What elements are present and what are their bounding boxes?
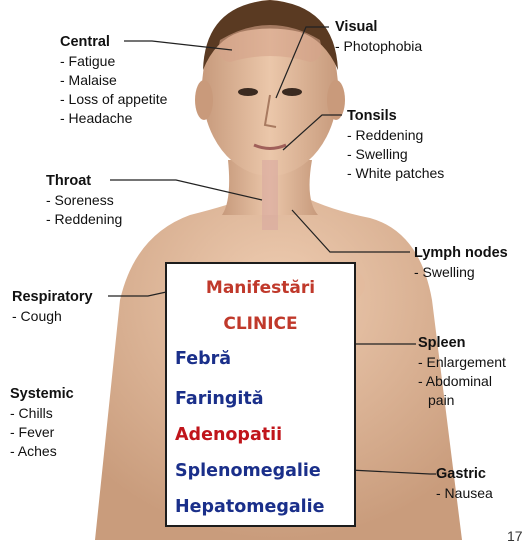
lymph-item: - Swelling [414,263,508,282]
gastric-title: Gastric [436,466,486,482]
throat-title: Throat [46,173,91,189]
tonsils-item: - White patches [347,164,444,183]
respiratory-label: Respiratory - Cough [12,287,93,326]
central-item: - Fatigue [60,52,167,71]
spleen-title: Spleen [418,335,466,351]
clinical-manifestations-box: Manifestări CLINICE Febră Faringită Aden… [165,262,356,527]
tonsils-item: - Swelling [347,145,444,164]
box-item: Adenopatii [175,425,282,445]
central-item: - Malaise [60,71,167,90]
box-title-line1: Manifestări [167,278,354,298]
gastric-item: - Nausea [436,484,493,503]
spleen-item: pain [418,391,506,410]
central-item: - Loss of appetite [60,90,167,109]
visual-item: - Photophobia [335,37,422,56]
box-item: Hepatomegalie [175,497,325,517]
lymph-label: Lymph nodes - Swelling [414,243,508,282]
tonsils-label: Tonsils - Reddening - Swelling - White p… [347,106,444,183]
tonsils-item: - Reddening [347,126,444,145]
visual-title: Visual [335,19,377,35]
respiratory-title: Respiratory [12,289,93,305]
central-item: - Headache [60,109,167,128]
spleen-item: - Enlargement [418,353,506,372]
lymph-title: Lymph nodes [414,245,508,261]
systemic-label: Systemic - Chills - Fever - Aches [10,384,74,461]
throat-label: Throat - Soreness - Reddening [46,171,122,229]
box-item: Splenomegalie [175,461,321,481]
tonsils-title: Tonsils [347,108,397,124]
box-item: Febră [175,349,231,369]
visual-label: Visual - Photophobia [335,17,422,56]
box-title-line2: CLINICE [167,314,354,334]
respiratory-item: - Cough [12,307,93,326]
systemic-item: - Aches [10,442,74,461]
spleen-item: - Abdominal [418,372,506,391]
throat-item: - Reddening [46,210,122,229]
central-title: Central [60,34,110,50]
central-label: Central - Fatigue - Malaise - Loss of ap… [60,32,167,128]
systemic-item: - Fever [10,423,74,442]
throat-item: - Soreness [46,191,122,210]
systemic-title: Systemic [10,386,74,402]
spleen-label: Spleen - Enlargement - Abdominal pain [418,333,506,410]
gastric-label: Gastric - Nausea [436,464,493,503]
systemic-item: - Chills [10,404,74,423]
box-item: Faringită [175,389,264,409]
